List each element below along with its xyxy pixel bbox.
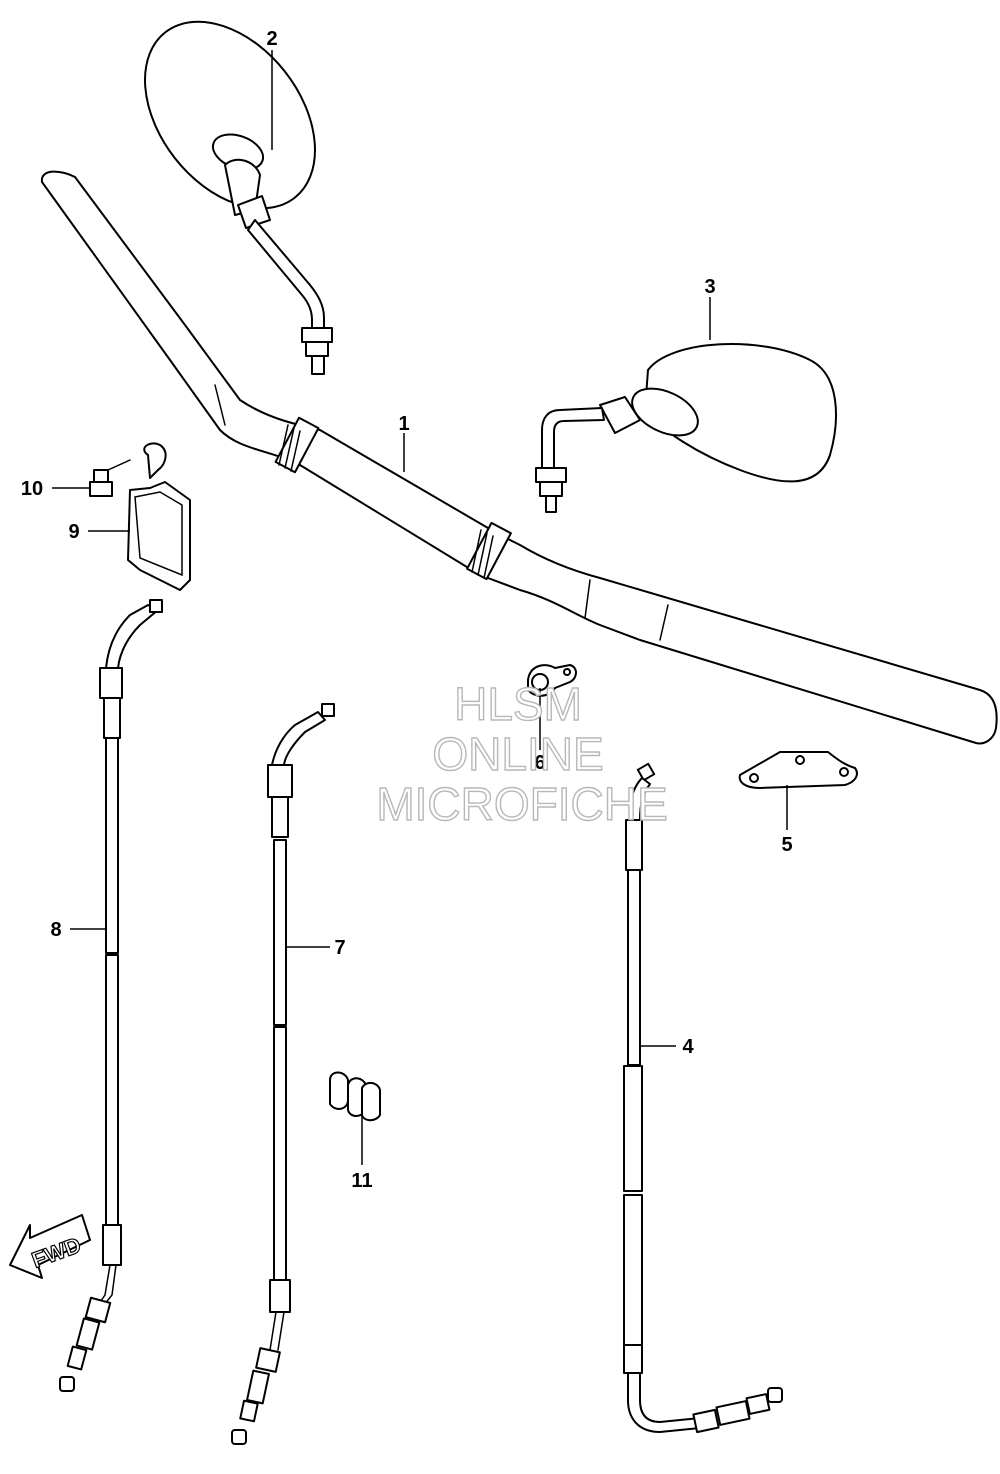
watermark-line-2: ONLINE [432,728,603,780]
clip-part-11[interactable] [329,1071,381,1122]
callout-6: 6 [534,752,545,774]
callout-7: 7 [334,937,345,959]
forward-arrow-icon: FWD [9,1214,91,1279]
callout-11: 11 [351,1170,372,1192]
bolt-part-10[interactable] [89,459,131,497]
watermark: HLSM ONLINE MICROFICHE [376,677,669,830]
watermark-line-3: MICROFICHE [376,778,667,830]
callout-4: 4 [682,1036,694,1058]
callout-5: 5 [781,834,792,856]
handlebar-knurl-right [466,521,512,581]
callout-1: 1 [398,413,409,435]
watermark-line-1: HLSM [454,678,582,730]
cable-part-7[interactable] [231,703,335,1445]
callout-2: 2 [266,28,277,50]
callout-10: 10 [21,478,43,500]
handlebar-knurl-left [274,416,320,474]
bracket-part-5[interactable] [738,751,858,789]
handlebar-part-1[interactable] [40,170,998,745]
leader-lines [52,50,788,1165]
callout-3: 3 [704,276,715,298]
callout-labels: 2 3 1 10 9 8 7 4 5 6 11 [21,28,793,1192]
cable-part-8[interactable] [59,599,163,1392]
mirror-right-part-3[interactable] [535,342,837,513]
callout-9: 9 [68,521,79,543]
clamp-part-9[interactable] [127,442,191,591]
callout-8: 8 [50,919,61,941]
cable-part-4[interactable] [623,762,783,1434]
